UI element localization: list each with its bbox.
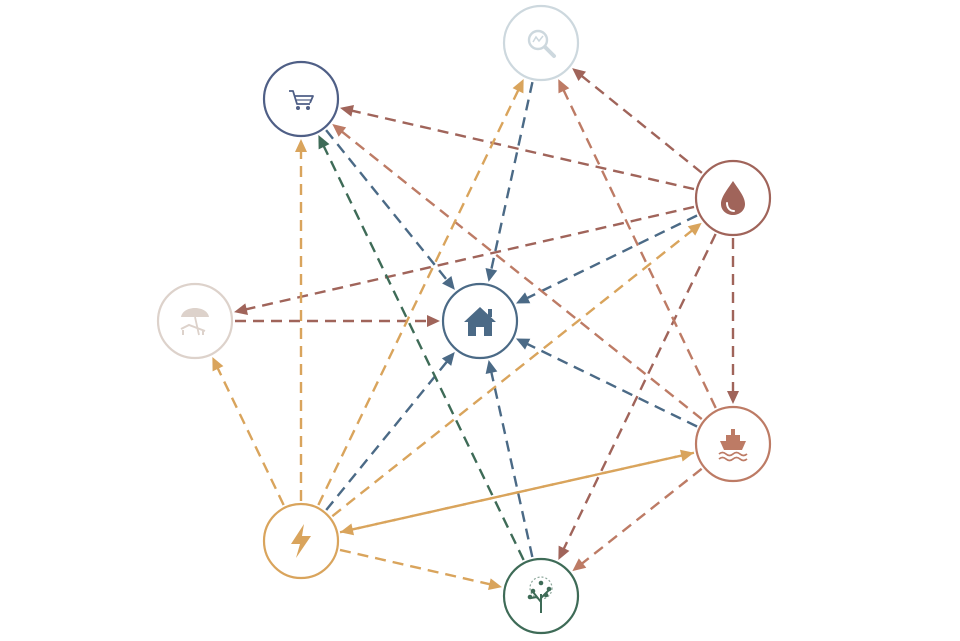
lightning-bolt-icon: [291, 524, 311, 558]
node-leisure: [156, 282, 234, 360]
arrowhead: [727, 391, 739, 404]
edge-line: [522, 214, 698, 302]
edge-water-to-shopping: [339, 104, 695, 191]
arrowhead: [558, 79, 570, 94]
magnifier-icon: [527, 29, 556, 58]
edge-line: [339, 453, 687, 534]
edge-line: [560, 233, 717, 554]
edge-research-to-housing: [485, 81, 534, 282]
arrowhead: [212, 357, 224, 372]
edge-line: [325, 129, 451, 285]
node-transport: [694, 405, 772, 483]
arrowhead: [427, 315, 440, 327]
edge-line: [560, 85, 717, 409]
node-shopping: [262, 60, 340, 138]
beach-umbrella-icon: [180, 308, 209, 336]
edge-line: [347, 451, 695, 532]
arrowhead: [572, 68, 587, 81]
edge-energy-to-research: [317, 79, 524, 506]
shopping-cart-icon: [289, 90, 314, 110]
edge-line: [320, 141, 525, 561]
edge-water-to-nature: [558, 233, 717, 560]
arrowhead: [558, 545, 570, 560]
edge-water-to-transport: [727, 238, 739, 404]
edge-line: [331, 226, 697, 518]
edge-line: [339, 548, 495, 587]
node-ring: [502, 4, 580, 82]
arrowhead: [441, 352, 455, 366]
edge-transport-to-nature: [572, 467, 703, 572]
edge-energy-to-nature: [339, 548, 503, 591]
arrowhead: [572, 558, 587, 572]
arrowhead: [318, 135, 330, 150]
node-water: [694, 159, 772, 237]
arrowhead: [485, 360, 498, 375]
edge-transport-to-shopping: [332, 123, 703, 420]
arrowhead: [233, 303, 249, 316]
edge-transport-to-energy: [340, 451, 695, 536]
node-energy: [262, 502, 340, 580]
arrowhead: [512, 79, 524, 94]
arrowhead: [687, 222, 702, 236]
edge-nature-to-shopping: [318, 135, 525, 561]
edge-shopping-to-housing: [325, 129, 455, 290]
arrowhead: [442, 275, 455, 290]
tree-icon: [527, 576, 553, 613]
node-ring: [262, 60, 340, 138]
edge-water-to-research: [572, 68, 703, 174]
node-nature: [502, 557, 580, 635]
node-housing: [441, 282, 519, 360]
edge-line: [522, 340, 698, 428]
edge-water-to-housing: [515, 214, 698, 304]
edge-line: [347, 108, 695, 191]
edge-transport-to-research: [558, 79, 717, 409]
edge-transport-to-housing: [515, 338, 698, 428]
edge-line: [577, 72, 703, 174]
arrowhead: [679, 449, 694, 462]
arrowhead: [485, 267, 498, 282]
edge-energy-to-leisure: [212, 357, 285, 506]
arrowhead: [487, 578, 503, 591]
edge-line: [317, 85, 522, 506]
edge-nature-to-housing: [485, 360, 534, 558]
arrowhead: [339, 104, 355, 117]
arrowhead: [340, 523, 355, 536]
edge-line: [214, 363, 285, 506]
edge-leisure-to-housing: [235, 315, 440, 327]
edge-energy-to-shopping: [295, 139, 307, 501]
edge-line: [337, 128, 703, 420]
house-icon: [464, 307, 496, 336]
edge-line: [489, 81, 534, 275]
ship-icon: [718, 429, 748, 462]
edge-energy-to-housing: [325, 352, 455, 511]
arrowhead: [515, 292, 531, 304]
arrowhead: [515, 338, 531, 350]
edge-line: [489, 367, 534, 558]
edge-line: [241, 205, 695, 312]
edge-energy-to-water: [331, 222, 702, 518]
arrowhead: [332, 123, 347, 137]
nodes-layer: [156, 4, 772, 635]
edge-line: [577, 467, 703, 568]
edge-line: [325, 357, 451, 511]
edge-water-to-leisure: [233, 205, 695, 316]
node-research: [502, 4, 580, 82]
water-drop-icon: [721, 181, 745, 215]
arrowhead: [295, 139, 307, 152]
edges-layer: [212, 68, 739, 591]
